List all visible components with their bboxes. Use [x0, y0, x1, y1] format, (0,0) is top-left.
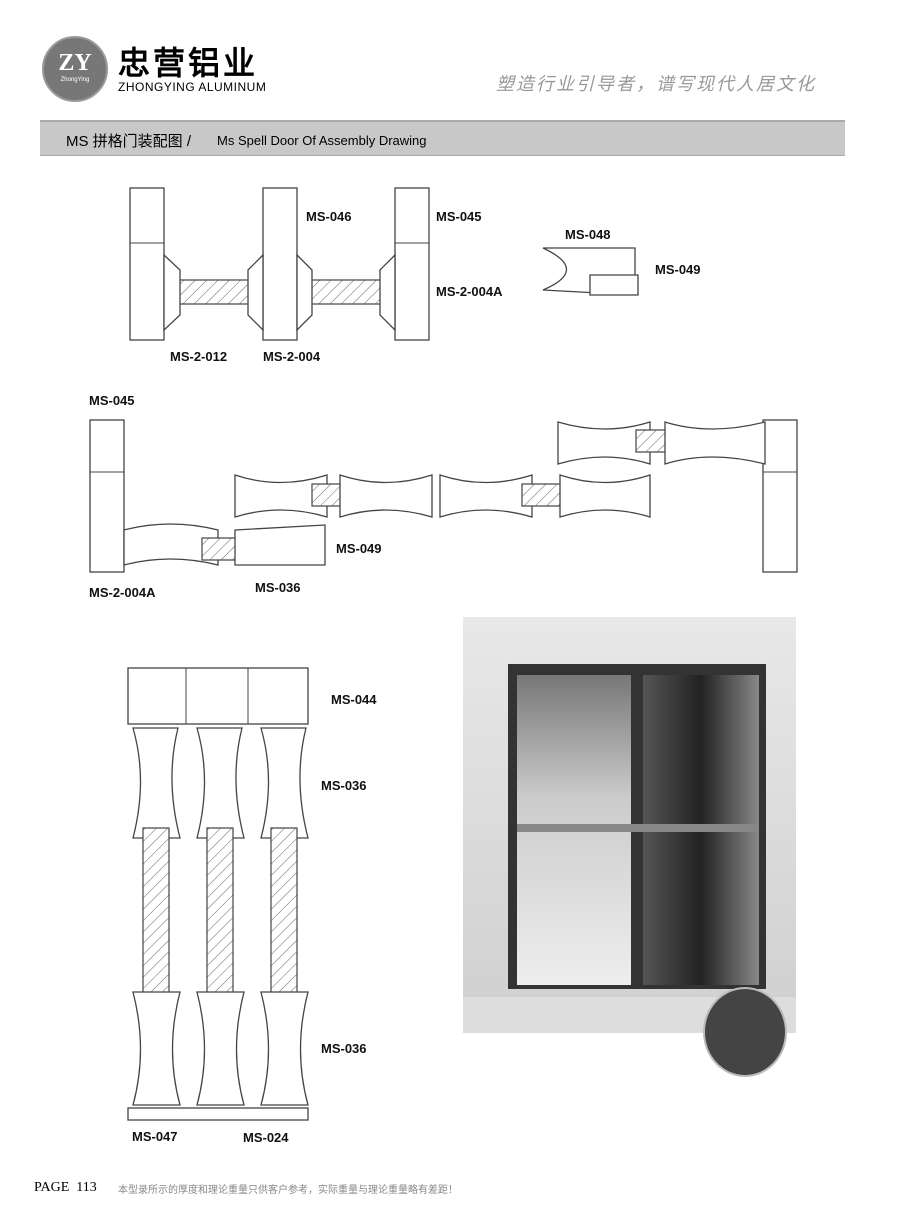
drawing-2 — [542, 247, 639, 296]
part-label: MS-049 — [336, 541, 382, 556]
part-label: MS-036 — [321, 1041, 367, 1056]
tagline: 塑造行业引导者，谱写现代人居文化 — [496, 74, 816, 95]
part-label: MS-2-004A — [436, 284, 503, 299]
section-title-bar: MS 拼格门装配图 / Ms Spell Door Of Assembly Dr… — [40, 120, 845, 156]
part-label: MS-036 — [321, 778, 367, 793]
part-label: MS-046 — [306, 209, 352, 224]
drawing-4 — [127, 667, 309, 1121]
logo: ZY ZhongYing — [42, 36, 108, 102]
part-label: MS-2-004A — [89, 585, 156, 600]
door-photo — [463, 617, 796, 1077]
drawing-1 — [129, 187, 430, 341]
part-label: MS-2-004 — [263, 349, 321, 364]
part-label: MS-045 — [89, 393, 135, 408]
part-label: MS-024 — [243, 1130, 289, 1145]
page-number: PAGE 113 — [34, 1180, 97, 1195]
part-label: MS-036 — [255, 580, 301, 595]
drawing-3 — [89, 419, 798, 573]
part-label: MS-2-012 — [170, 349, 228, 364]
part-label: MS-047 — [132, 1129, 178, 1144]
footer-note: 本型录所示的厚度和理论重量只供客户参考，实际重量与理论重量略有差距！ — [118, 1185, 458, 1196]
brand-cn: 忠营铝业 — [118, 45, 259, 81]
brand-en: ZHONGYING ALUMINUM — [118, 80, 267, 94]
part-label: MS-048 — [565, 227, 611, 242]
part-label: MS-049 — [655, 262, 701, 277]
part-label: MS-045 — [436, 209, 482, 224]
part-label: MS-044 — [331, 692, 377, 707]
